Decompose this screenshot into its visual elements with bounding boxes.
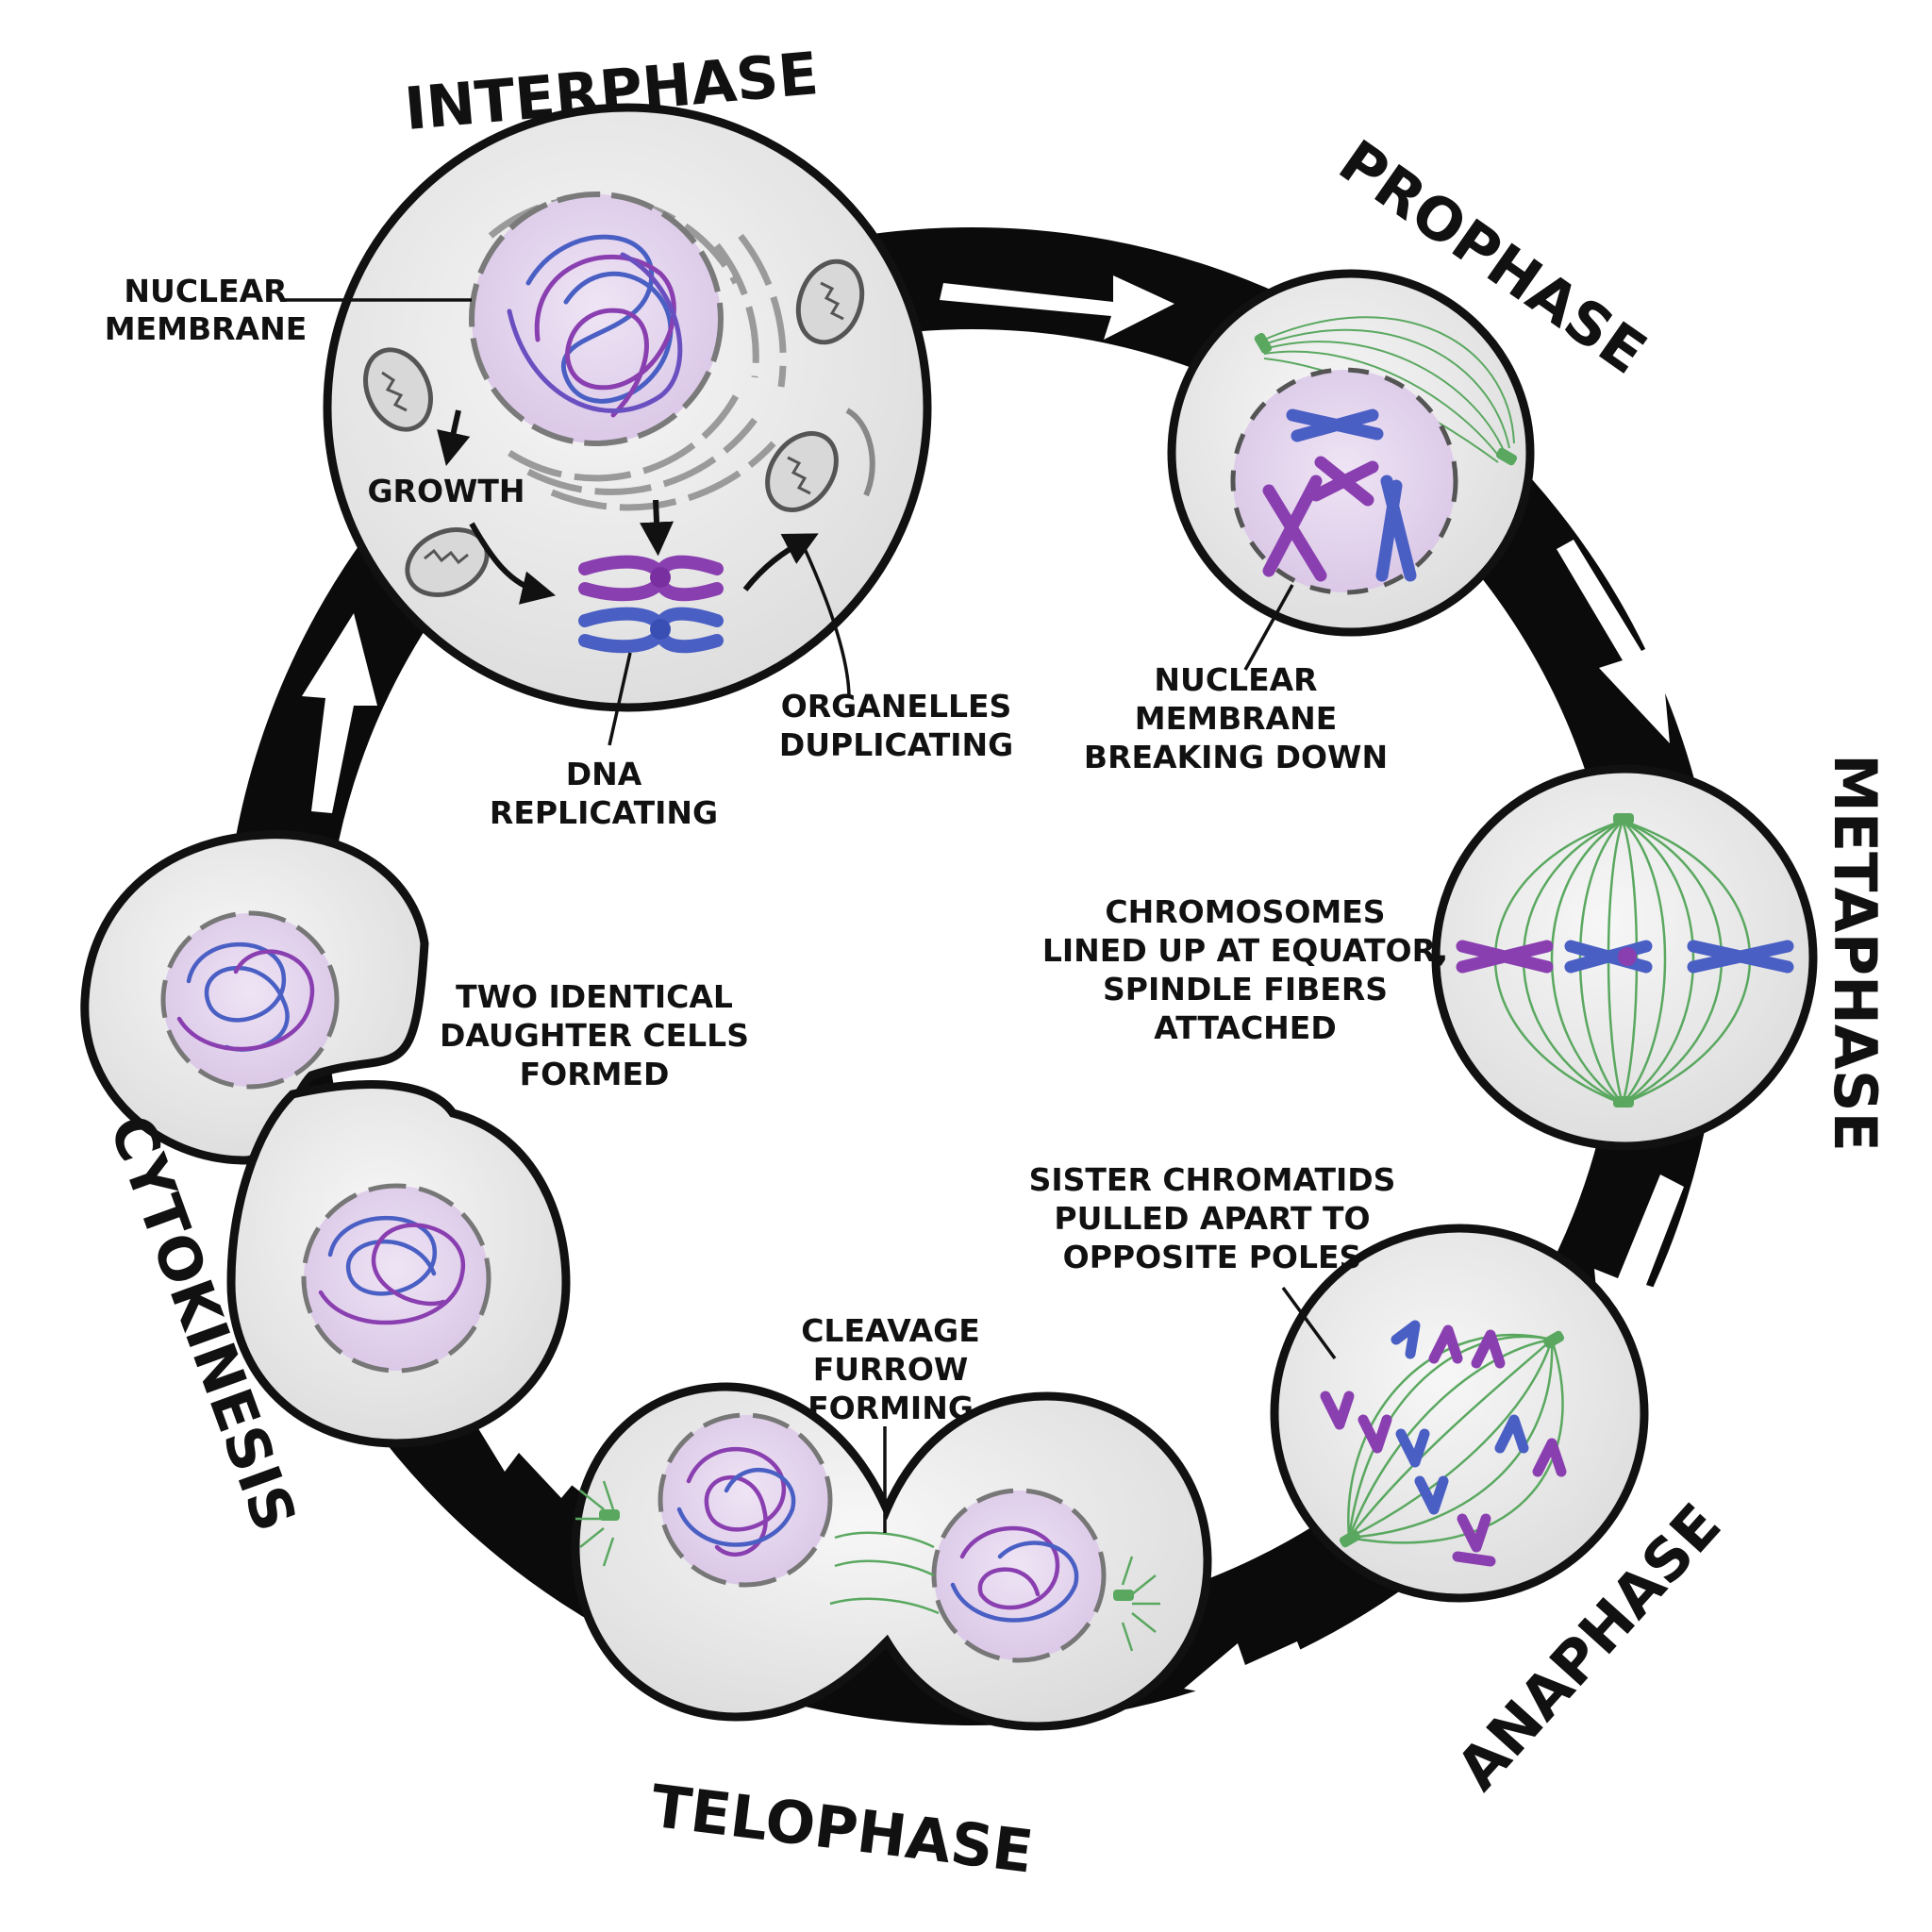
label-line: DNA (566, 756, 642, 792)
chromatin (507, 234, 683, 418)
arrow-prophase-to-metaphase (1557, 540, 1670, 743)
interphase-nucleus (469, 192, 724, 446)
anaphase-cell (1270, 1224, 1649, 1603)
growth-arrows (437, 409, 819, 605)
arrow-anaphase-to-telophase (1184, 1641, 1304, 1703)
label-line: FURROW (813, 1351, 969, 1388)
leader-lines (283, 298, 1337, 1533)
spindle-fibers (1263, 316, 1515, 463)
replicating-dna (578, 555, 724, 654)
interphase-cell (323, 103, 932, 712)
phase-title-metaphase: METAPHASE (1821, 754, 1890, 1152)
centrosome-icon (1254, 332, 1273, 355)
label-line: OPPOSITE POLES (1063, 1239, 1362, 1275)
centrosome-icon (1613, 1096, 1634, 1108)
label-line: ATTACHED (1154, 1009, 1337, 1046)
label-line: CLEAVAGE (801, 1312, 980, 1349)
separating-chromatids (1320, 1320, 1567, 1567)
mitochondria (363, 258, 875, 597)
spindle-fibers (575, 1480, 1160, 1652)
label-line: SPINDLE FIBERS (1103, 971, 1388, 1008)
prophase-cell (1167, 269, 1535, 637)
label-line: MEMBRANE (1135, 700, 1337, 737)
arrow-cytokinesis-to-interphase (302, 613, 377, 813)
label-line: ORGANELLES (781, 688, 1012, 724)
label-line: BREAKING DOWN (1084, 739, 1388, 775)
label-line: NUCLEAR (1154, 661, 1317, 698)
chromatin (676, 1446, 1079, 1623)
label-line: FORMING (808, 1390, 974, 1426)
phase-title-telophase: TELOPHASE (647, 1772, 1037, 1887)
label-line: TWO IDENTICAL (456, 978, 733, 1015)
label-line: NUCLEAR (124, 273, 287, 309)
telophase-nucleus-left (658, 1412, 833, 1588)
aligned-chromosomes (1456, 940, 1794, 974)
label-line: DUPLICATING (779, 726, 1013, 763)
centrosome-icon (1542, 1330, 1565, 1349)
label-line: SISTER CHROMATIDS (1029, 1161, 1396, 1198)
label-line: CHROMOSOMES (1105, 893, 1385, 930)
cytokinesis-cells (80, 830, 571, 1448)
centrosome-icon (1495, 447, 1518, 466)
label-line: DAUGHTER CELLS (440, 1017, 749, 1054)
centrosome-icon (1339, 1529, 1361, 1548)
condensed-chromosomes (1262, 408, 1417, 582)
arrow-interphase-to-prophase (940, 275, 1174, 340)
label-line: REPLICATING (490, 794, 718, 831)
telophase-cell (571, 1382, 1212, 1731)
label-line: GROWTH (367, 473, 525, 509)
centrosome-icon (599, 1509, 620, 1521)
label-line: LINED UP AT EQUATOR, (1042, 932, 1448, 969)
label-line: FORMED (520, 1056, 670, 1092)
spindle-fibers (1347, 1333, 1564, 1544)
metaphase-cell (1431, 764, 1818, 1151)
chromatin (176, 942, 466, 1325)
label-growth: GROWTH (367, 473, 525, 509)
label-line: MEMBRANE (105, 310, 307, 347)
label-line: PULLED APART TO (1054, 1200, 1370, 1237)
centrosome-icon (1613, 813, 1634, 824)
centrosome-icon (1113, 1590, 1134, 1601)
